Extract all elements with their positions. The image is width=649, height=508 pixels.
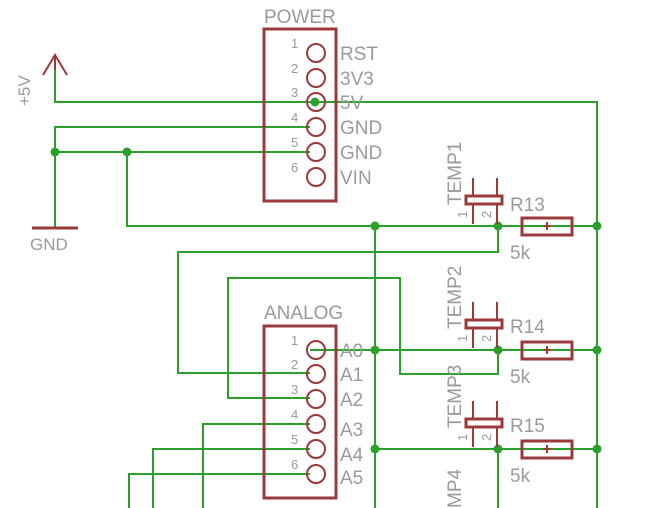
junctions <box>50 97 602 454</box>
power-header: POWER 1 RST 2 3V3 3 5V 4 GND 5 GND 6 <box>262 7 382 203</box>
analog-pin-1: 1 A0 <box>291 333 363 362</box>
analog-header: ANALOG 1 A0 2 A1 3 A2 4 A3 5 A4 6 <box>262 303 364 500</box>
power-pin-5: 5 GND <box>291 135 382 164</box>
analog-pin-2: 2 A1 <box>291 357 363 386</box>
junction <box>370 444 380 454</box>
junction <box>592 345 602 355</box>
resistor-r15: R15 5k <box>510 416 574 487</box>
svg-text:1: 1 <box>291 333 298 348</box>
junction <box>50 147 60 157</box>
svg-text:5: 5 <box>291 135 298 150</box>
analog-pin-3: 3 A2 <box>291 382 363 411</box>
wire-a2-loop <box>227 277 499 399</box>
svg-text:A2: A2 <box>340 390 363 411</box>
svg-text:3: 3 <box>291 85 298 100</box>
svg-text:VIN: VIN <box>340 168 372 189</box>
junction <box>592 221 602 231</box>
wire-gnd-1 <box>54 126 310 228</box>
svg-text:1: 1 <box>455 335 470 342</box>
resistor-r14: R14 5k <box>510 317 574 388</box>
svg-text:A3: A3 <box>340 420 363 441</box>
svg-text:4: 4 <box>291 110 298 125</box>
r15-value: 5k <box>510 466 531 487</box>
svg-text:1: 1 <box>455 211 470 218</box>
svg-text:5: 5 <box>291 432 298 447</box>
wire-gnd-bus <box>126 152 498 227</box>
power-header-name: POWER <box>264 7 336 28</box>
r13-value: 5k <box>510 243 531 264</box>
ground-label: GND <box>30 235 68 254</box>
temp2-sensor: TEMP2 1 2 <box>445 266 504 348</box>
temp1-label: TEMP1 <box>445 142 466 205</box>
svg-text:GND: GND <box>340 143 382 164</box>
r14-name: R14 <box>510 317 545 338</box>
svg-text:6: 6 <box>291 160 298 175</box>
junction <box>122 147 132 157</box>
svg-text:1: 1 <box>291 36 298 51</box>
svg-text:2: 2 <box>479 335 494 342</box>
temp3-label: TEMP3 <box>445 365 466 428</box>
temp4-sensor-partial: MP4 <box>445 469 466 508</box>
temp4-label: MP4 <box>445 469 466 508</box>
wire-a5 <box>128 473 310 508</box>
analog-pin-6: 6 A5 <box>291 457 363 489</box>
r13-name: R13 <box>510 195 545 216</box>
svg-text:5V: 5V <box>340 93 364 114</box>
junction <box>370 221 380 231</box>
wire-a4 <box>152 448 310 508</box>
svg-text:A5: A5 <box>340 468 363 489</box>
temp2-label: TEMP2 <box>445 266 466 329</box>
r15-name: R15 <box>510 416 545 437</box>
temp3-sensor: TEMP3 1 2 <box>445 365 504 447</box>
svg-text:A1: A1 <box>340 365 363 386</box>
wire-a1-loop <box>177 226 499 374</box>
analog-header-name: ANALOG <box>264 303 343 324</box>
supply-5v-label: +5V <box>15 75 34 106</box>
ground-symbol: GND <box>30 226 78 254</box>
junction <box>493 221 503 231</box>
wires <box>54 70 598 508</box>
wire-5v-rail <box>54 70 598 508</box>
svg-text:6: 6 <box>291 457 298 472</box>
power-pin-1: 1 RST <box>291 36 378 65</box>
svg-text:A4: A4 <box>340 445 364 466</box>
power-pin-3: 3 5V <box>291 85 364 114</box>
power-pin-6: 6 VIN <box>291 160 372 189</box>
svg-text:GND: GND <box>340 118 382 139</box>
svg-text:3V3: 3V3 <box>340 69 374 90</box>
resistor-r13: R13 5k <box>510 195 574 264</box>
junction <box>493 444 503 454</box>
analog-pin-5: 5 A4 <box>291 432 364 466</box>
power-pin-2: 2 3V3 <box>291 61 374 90</box>
wire-a3 <box>202 423 310 508</box>
r14-value: 5k <box>510 367 531 388</box>
svg-text:1: 1 <box>455 434 470 441</box>
supply-5v-symbol: +5V <box>15 53 68 106</box>
junction <box>370 345 380 355</box>
svg-text:2: 2 <box>291 357 298 372</box>
svg-text:2: 2 <box>479 211 494 218</box>
power-pin-4: 4 GND <box>291 110 382 139</box>
junction <box>592 444 602 454</box>
analog-pin-4: 4 A3 <box>291 407 363 441</box>
junction <box>310 97 320 107</box>
svg-text:2: 2 <box>479 434 494 441</box>
svg-text:4: 4 <box>291 407 298 422</box>
svg-text:RST: RST <box>340 44 378 65</box>
svg-text:3: 3 <box>291 382 298 397</box>
svg-text:2: 2 <box>291 61 298 76</box>
temp1-sensor: TEMP1 1 2 <box>445 142 504 224</box>
svg-text:A0: A0 <box>340 341 363 362</box>
junction <box>493 345 503 355</box>
